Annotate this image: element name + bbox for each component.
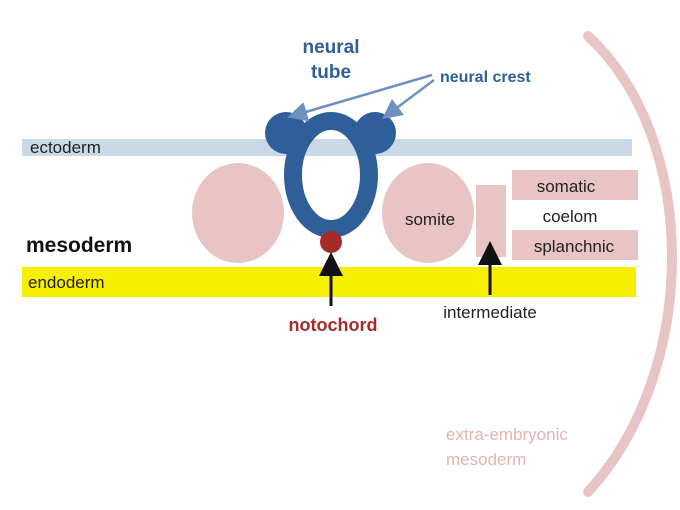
- notochord-dot: [320, 231, 342, 253]
- extra-embryonic-mesoderm-arc: [583, 31, 677, 497]
- intermediate-mesoderm-block: [476, 185, 506, 257]
- endoderm-band: [22, 267, 636, 297]
- splanchnic-mesoderm-block: [512, 230, 638, 260]
- label-endoderm: endoderm: [28, 273, 105, 292]
- label-coelom: coelom: [543, 207, 598, 226]
- ectoderm-band: [22, 139, 632, 156]
- label-mesoderm: mesoderm: [26, 234, 132, 257]
- label-neural-crest: neural crest: [440, 69, 531, 86]
- neural-crest-arrow-right: [382, 79, 435, 119]
- somite-shape: [382, 163, 474, 263]
- label-ectoderm: ectoderm: [30, 138, 101, 157]
- label-neural-tube-line2: tube: [311, 62, 351, 83]
- neural-crest-left: [265, 112, 307, 154]
- neural-tube-ring: [284, 112, 378, 238]
- label-extra-embryonic-line2: mesoderm: [446, 450, 526, 469]
- paraxial-mesoderm-left: [192, 163, 284, 263]
- label-neural-tube-line1: neural: [302, 37, 359, 58]
- label-extra-embryonic-line1: extra-embryonic: [446, 425, 568, 444]
- somatic-mesoderm-block: [512, 170, 638, 200]
- label-somatic: somatic: [537, 177, 596, 196]
- neural-crest-arrow-left: [287, 73, 433, 122]
- neural-crest-right: [354, 112, 396, 154]
- label-somite: somite: [405, 210, 455, 229]
- label-splanchnic: splanchnic: [534, 237, 615, 256]
- label-intermediate: intermediate: [443, 303, 537, 322]
- label-notochord: notochord: [289, 315, 378, 335]
